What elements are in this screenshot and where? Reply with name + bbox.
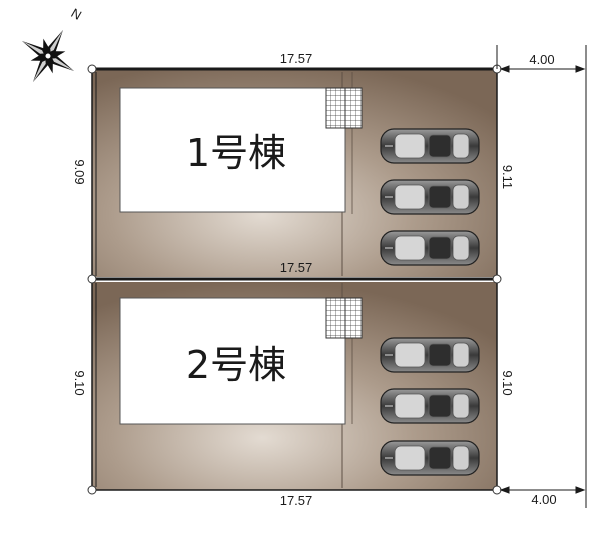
building-1-label: 1号棟: [186, 131, 286, 175]
compass-star-icon: [22, 30, 74, 82]
dimension-lot2-right: 9.10: [500, 370, 515, 395]
dimension-bottom-width: 17.57: [280, 493, 313, 508]
dimension-lot1-left: 9.09: [72, 159, 87, 184]
lot-1: 1号棟: [92, 69, 497, 277]
dimension-road-top: 4.00: [529, 52, 554, 67]
dimension-lot2-left: 9.10: [72, 370, 87, 395]
building-2-footprint: [119, 297, 346, 425]
lot-2: 2号棟: [92, 282, 497, 490]
parking-lot-2: [380, 337, 480, 476]
car-icon: [380, 128, 480, 164]
car-icon: [380, 440, 480, 476]
building-2-label: 2号棟: [186, 343, 286, 387]
car-icon: [380, 179, 480, 215]
boundary-lines: [91, 67, 498, 491]
compass-north-label: N: [68, 5, 84, 23]
dimension-top-width: 17.57: [280, 51, 313, 66]
road-dimension-lines: [496, 45, 587, 508]
dimension-middle-width: 17.57: [280, 260, 313, 275]
building-2-stair: [325, 297, 363, 339]
dimension-lot1-right: 9.11: [500, 165, 515, 189]
car-icon: [380, 337, 480, 373]
parking-lot-1: [380, 128, 480, 266]
building-1-stair: [325, 87, 363, 129]
car-icon: [380, 388, 480, 424]
car-icon: [380, 230, 480, 266]
building-1-footprint: [119, 87, 346, 213]
dimension-road-bottom: 4.00: [531, 492, 556, 507]
